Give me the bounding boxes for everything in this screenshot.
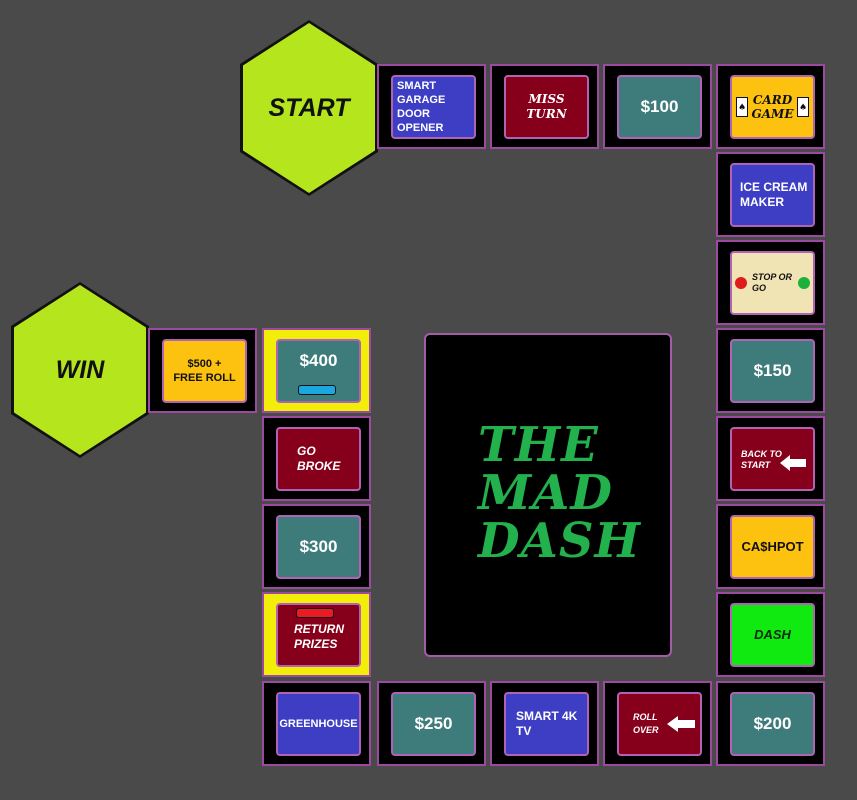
label-line: MISS (528, 92, 565, 106)
space-cashpot[interactable]: CA$HPOT (716, 504, 825, 589)
space-smart-garage-door-opener[interactable]: SMART GARAGE DOOR OPENER (377, 64, 486, 149)
tile-dash: DASH (730, 603, 815, 667)
arrow-left-icon (780, 455, 806, 471)
space-roll-over[interactable]: ROLL OVER (603, 681, 712, 766)
tile-roll-over: ROLL OVER (617, 692, 702, 756)
svg-text:♠: ♠ (738, 103, 746, 113)
space-ice-cream-maker[interactable]: ICE CREAM MAKER (716, 152, 825, 237)
space-card-game[interactable]: ♠ ♠ CARD GAME (716, 64, 825, 149)
green-light-icon (798, 277, 810, 289)
label-line: ROLL (633, 712, 658, 722)
tile-300: $300 (276, 515, 361, 579)
tile-garage: SMART GARAGE DOOR OPENER (391, 75, 476, 139)
label-line: START (741, 460, 771, 470)
space-250[interactable]: $250 (377, 681, 486, 766)
title-line-1: THE (478, 417, 599, 473)
space-greenhouse[interactable]: GREENHOUSE (262, 681, 371, 766)
tile-card-game: ♠ ♠ CARD GAME (730, 75, 815, 139)
label-line: BROKE (297, 459, 341, 473)
label-line: SMART GARAGE (397, 80, 446, 106)
label-line: MAKER (740, 195, 784, 209)
start-hex: START (240, 20, 378, 196)
space-back-to-start[interactable]: BACK TO START (716, 416, 825, 501)
red-light-icon (735, 277, 747, 289)
label: $300 (299, 537, 338, 556)
tile-200: $200 (730, 692, 815, 756)
tile-greenhouse: GREENHOUSE (276, 692, 361, 756)
space-return-prizes[interactable]: RETURN PRIZES (262, 592, 371, 677)
label-line: BACK TO (741, 449, 782, 459)
space-100[interactable]: $100 (603, 64, 712, 149)
label: $150 (753, 361, 792, 380)
space-400[interactable]: $400 (262, 328, 371, 413)
tile-miss-turn: MISS TURN (504, 75, 589, 139)
space-go-broke[interactable]: GO BROKE (262, 416, 371, 501)
space-150[interactable]: $150 (716, 328, 825, 413)
label-line: FREE ROLL (173, 372, 236, 384)
label-line: ICE CREAM (740, 180, 808, 194)
label-line: GO (297, 444, 316, 458)
tile-150: $150 (730, 339, 815, 403)
red-pawn[interactable] (296, 608, 334, 618)
arrow-left-icon (667, 716, 695, 732)
space-dash[interactable]: DASH (716, 592, 825, 677)
tile-go-broke: GO BROKE (276, 427, 361, 491)
label: $400 (299, 351, 338, 370)
playing-card-icon: ♠ (736, 97, 748, 117)
label-line: TURN (526, 107, 567, 121)
blue-pawn[interactable] (298, 385, 336, 395)
label-line: GO (752, 283, 767, 293)
tile-back-to-start: BACK TO START (730, 427, 815, 491)
tile-ice-cream: ICE CREAM MAKER (730, 163, 815, 227)
label: DASH (754, 627, 791, 642)
space-300[interactable]: $300 (262, 504, 371, 589)
label-line: $500 + (187, 358, 222, 370)
label-line: PRIZES (294, 637, 338, 651)
label: GREENHOUSE (279, 718, 358, 730)
space-miss-turn[interactable]: MISS TURN (490, 64, 599, 149)
tile-smart-tv: SMART 4K TV (504, 692, 589, 756)
start-label: START (268, 93, 350, 122)
title-line-2: MAD (478, 465, 613, 521)
space-500-free-roll[interactable]: $500 + FREE ROLL (148, 328, 257, 413)
tile-stop-or-go: STOP OR GO (730, 251, 815, 315)
win-hex: WIN (11, 282, 149, 458)
space-200[interactable]: $200 (716, 681, 825, 766)
label-line: SMART 4K (516, 709, 578, 723)
label-line: CARD (752, 93, 793, 107)
label-line: TV (516, 724, 532, 738)
label: $200 (753, 714, 792, 733)
win-label: WIN (55, 355, 105, 384)
tile-cashpot: CA$HPOT (730, 515, 815, 579)
label-line: DOOR OPENER (397, 108, 444, 134)
label: $100 (640, 97, 679, 116)
label-line: OVER (633, 725, 659, 735)
game-title-panel: THE MAD DASH (424, 333, 672, 657)
svg-text:♠: ♠ (799, 103, 807, 113)
space-smart-4k-tv[interactable]: SMART 4K TV (490, 681, 599, 766)
tile-250: $250 (391, 692, 476, 756)
title-line-3: DASH (478, 513, 641, 569)
label: CA$HPOT (741, 539, 804, 554)
label-line: GAME (751, 107, 794, 121)
label: $250 (414, 714, 453, 733)
tile-100: $100 (617, 75, 702, 139)
label-line: STOP OR (752, 272, 793, 282)
label-line: RETURN (294, 622, 344, 636)
playing-card-icon: ♠ (797, 97, 809, 117)
tile-500-free-roll: $500 + FREE ROLL (162, 339, 247, 403)
space-stop-or-go[interactable]: STOP OR GO (716, 240, 825, 325)
